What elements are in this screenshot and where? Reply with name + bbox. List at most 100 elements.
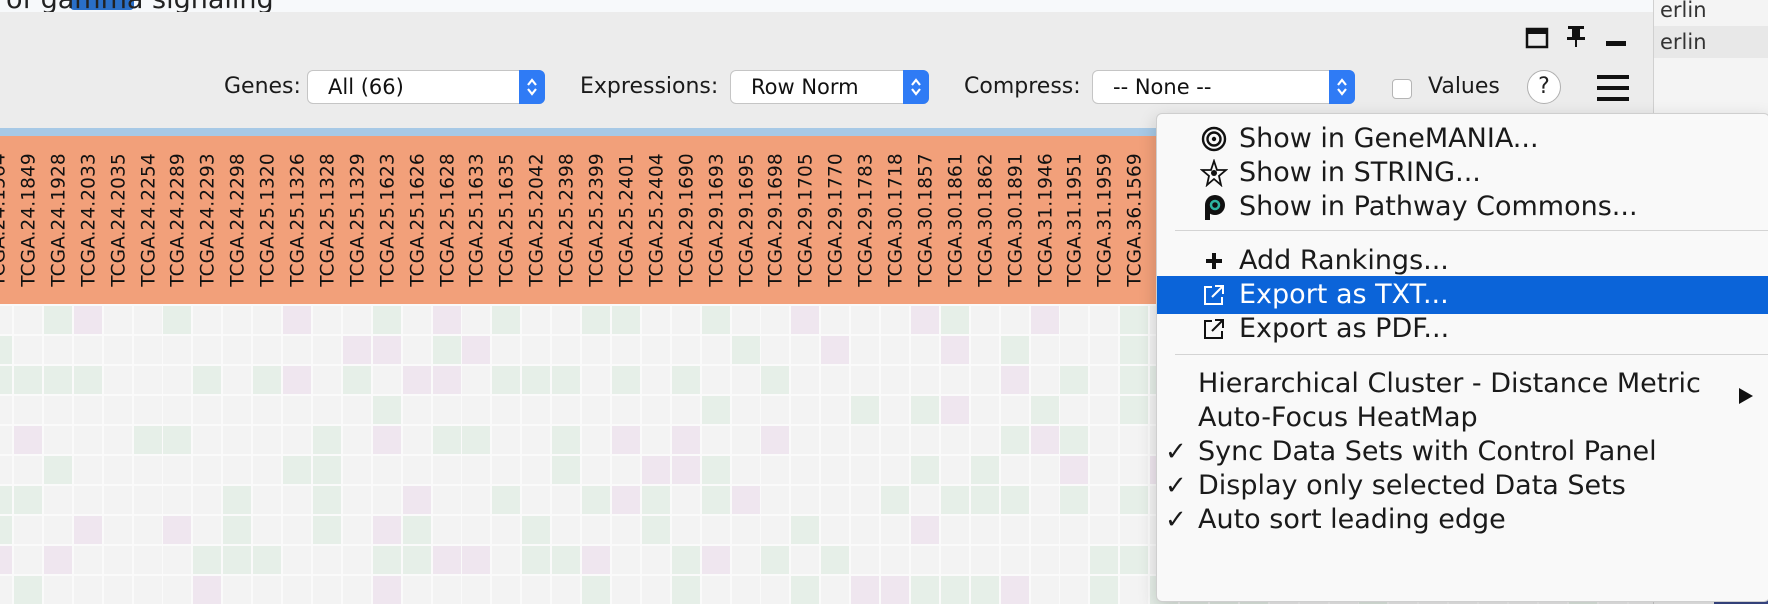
heatmap-cell[interactable] — [791, 396, 820, 424]
heatmap-cell[interactable] — [1090, 516, 1119, 544]
heatmap-cell[interactable] — [1090, 546, 1119, 574]
heatmap-cell[interactable] — [940, 426, 969, 454]
heatmap-cell[interactable] — [940, 486, 969, 514]
heatmap-cell[interactable] — [851, 486, 880, 514]
heatmap-cell[interactable] — [611, 456, 640, 484]
heatmap-cell[interactable] — [13, 396, 42, 424]
genes-select[interactable]: All (66) — [307, 70, 545, 104]
column-header[interactable]: TCGA.29.1690 — [672, 136, 702, 304]
heatmap-cell[interactable] — [462, 546, 491, 574]
heatmap-cell[interactable] — [223, 426, 252, 454]
heatmap-cell[interactable] — [432, 576, 461, 604]
heatmap-cell[interactable] — [193, 546, 222, 574]
heatmap-cell[interactable] — [731, 396, 760, 424]
heatmap-cell[interactable] — [103, 426, 132, 454]
heatmap-cell[interactable] — [1090, 396, 1119, 424]
heatmap-cell[interactable] — [881, 336, 909, 364]
heatmap-cell[interactable] — [133, 426, 162, 454]
menu-item-hierarchical-cluster[interactable]: Hierarchical Cluster - Distance Metric — [1157, 365, 1768, 404]
heatmap-cell[interactable] — [103, 456, 132, 484]
column-header[interactable]: TCGA.25.1623 — [373, 136, 403, 304]
heatmap-cell[interactable] — [701, 366, 730, 394]
heatmap-cell[interactable] — [432, 546, 461, 574]
column-header[interactable]: TCGA.25.1328 — [313, 136, 343, 304]
heatmap-cell[interactable] — [103, 546, 132, 574]
heatmap-cell[interactable] — [701, 456, 730, 484]
heatmap-cell[interactable] — [73, 426, 102, 454]
heatmap-cell[interactable] — [522, 306, 551, 334]
heatmap-cell[interactable] — [1060, 456, 1089, 484]
heatmap-cell[interactable] — [43, 456, 72, 484]
heatmap-cell[interactable] — [193, 516, 222, 544]
heatmap-cell[interactable] — [1120, 486, 1149, 514]
column-header[interactable]: TCGA.30.1862 — [971, 136, 1001, 304]
heatmap-cell[interactable] — [821, 516, 850, 544]
column-header[interactable]: TCGA.24.1564 — [0, 136, 14, 304]
heatmap-cell[interactable] — [611, 426, 640, 454]
column-header[interactable]: TCGA.25.1329 — [343, 136, 373, 304]
heatmap-cell[interactable] — [283, 396, 311, 424]
heatmap-cell[interactable] — [582, 456, 610, 484]
maximize-icon[interactable] — [1519, 20, 1555, 56]
heatmap-cell[interactable] — [791, 486, 820, 514]
menu-item-pathway-commons[interactable]: Show in Pathway Commons... — [1157, 188, 1768, 226]
heatmap-cell[interactable] — [13, 546, 42, 574]
column-header[interactable]: TCGA.25.2404 — [642, 136, 672, 304]
heatmap-cell[interactable] — [492, 576, 521, 604]
heatmap-cell[interactable] — [342, 336, 371, 364]
heatmap-cell[interactable] — [552, 456, 581, 484]
heatmap-cell[interactable] — [1030, 576, 1059, 604]
heatmap-cell[interactable] — [940, 366, 969, 394]
heatmap-cell[interactable] — [1000, 546, 1029, 574]
heatmap-cell[interactable] — [940, 396, 969, 424]
heatmap-cell[interactable] — [881, 486, 909, 514]
heatmap-cell[interactable] — [1120, 336, 1149, 364]
heatmap-cell[interactable] — [761, 366, 790, 394]
heatmap-cell[interactable] — [432, 456, 461, 484]
heatmap-cell[interactable] — [701, 486, 730, 514]
hamburger-menu-icon[interactable] — [1597, 75, 1629, 101]
heatmap-cell[interactable] — [432, 396, 461, 424]
heatmap-cell[interactable] — [910, 576, 939, 604]
heatmap-cell[interactable] — [193, 306, 222, 334]
heatmap-cell[interactable] — [193, 426, 222, 454]
heatmap-cell[interactable] — [881, 366, 909, 394]
column-header[interactable]: TCGA.29.1770 — [821, 136, 851, 304]
column-header[interactable]: TCGA.29.1783 — [851, 136, 881, 304]
heatmap-cell[interactable] — [13, 516, 42, 544]
heatmap-cell[interactable] — [402, 576, 431, 604]
heatmap-cell[interactable] — [372, 366, 401, 394]
column-header[interactable]: TCGA.25.2401 — [612, 136, 642, 304]
menu-item-export-pdf[interactable]: Export as PDF... — [1157, 310, 1768, 348]
heatmap-cell[interactable] — [0, 576, 12, 604]
column-header[interactable]: TCGA.30.1861 — [941, 136, 971, 304]
heatmap-cell[interactable] — [641, 516, 670, 544]
heatmap-cell[interactable] — [103, 306, 132, 334]
heatmap-cell[interactable] — [492, 486, 521, 514]
heatmap-cell[interactable] — [1000, 576, 1029, 604]
heatmap-cell[interactable] — [611, 486, 640, 514]
heatmap-cell[interactable] — [1120, 426, 1149, 454]
heatmap-cell[interactable] — [970, 486, 999, 514]
heatmap-cell[interactable] — [641, 426, 670, 454]
heatmap-cell[interactable] — [522, 486, 551, 514]
heatmap-cell[interactable] — [731, 486, 760, 514]
heatmap-cell[interactable] — [552, 336, 581, 364]
heatmap-cell[interactable] — [1090, 366, 1119, 394]
heatmap-cell[interactable] — [13, 486, 42, 514]
heatmap-cell[interactable] — [522, 516, 551, 544]
heatmap-cell[interactable] — [940, 336, 969, 364]
heatmap-cell[interactable] — [73, 366, 102, 394]
heatmap-cell[interactable] — [552, 546, 581, 574]
heatmap-cell[interactable] — [0, 306, 12, 334]
heatmap-cell[interactable] — [791, 576, 820, 604]
heatmap-cell[interactable] — [1060, 546, 1089, 574]
heatmap-cell[interactable] — [432, 306, 461, 334]
heatmap-cell[interactable] — [671, 336, 700, 364]
pin-icon[interactable] — [1558, 18, 1594, 54]
heatmap-cell[interactable] — [970, 366, 999, 394]
heatmap-cell[interactable] — [283, 306, 311, 334]
column-header[interactable]: TCGA.29.1695 — [732, 136, 762, 304]
heatmap-cell[interactable] — [552, 516, 581, 544]
heatmap-cell[interactable] — [312, 426, 341, 454]
